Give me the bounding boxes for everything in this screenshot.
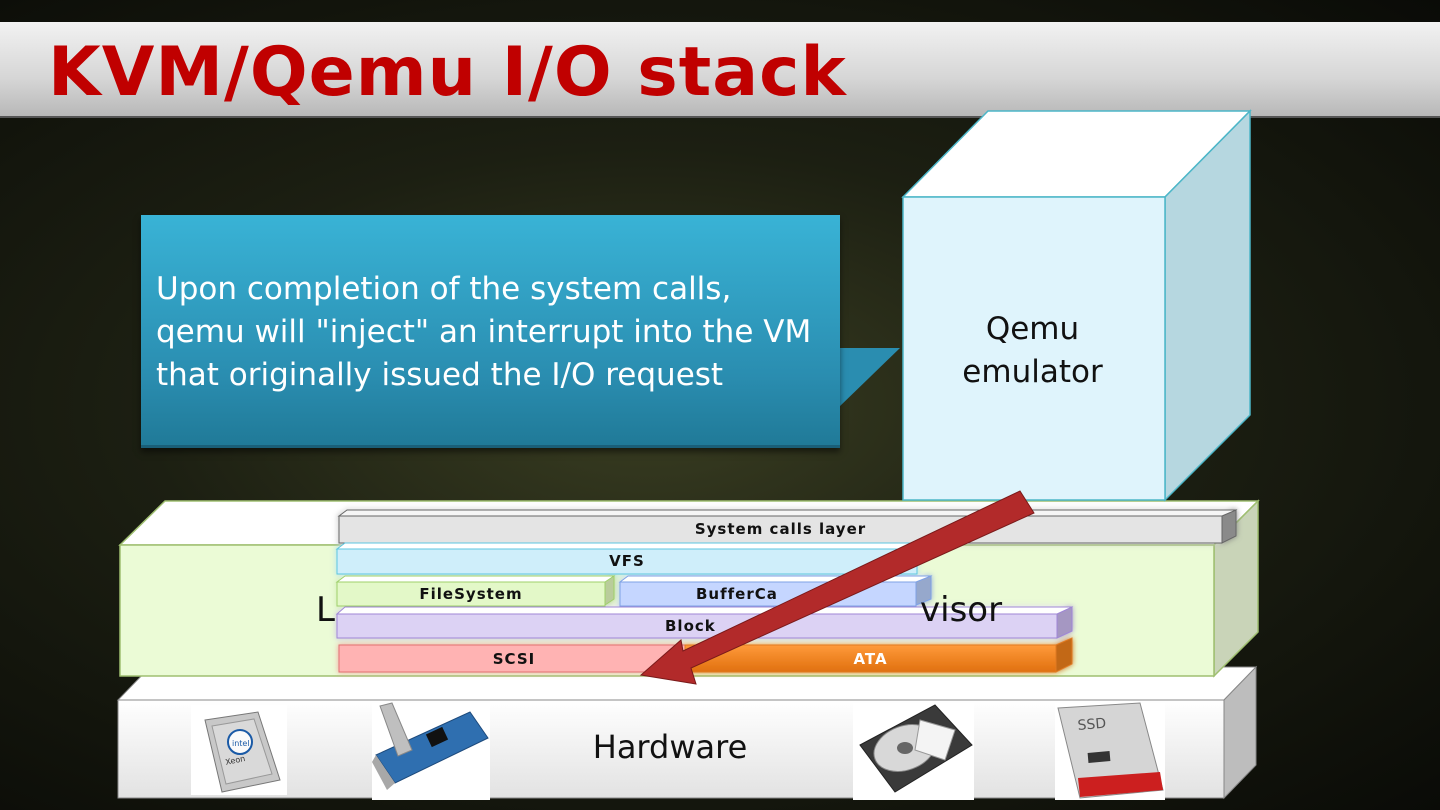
- hard-disk-icon: [853, 703, 974, 800]
- ssd-icon: SSD: [1055, 703, 1165, 800]
- network-card-icon: [372, 703, 490, 800]
- vfs-layer-label: VFS: [337, 552, 917, 570]
- qemu-label-line-2: emulator: [930, 351, 1135, 394]
- svg-text:SSD: SSD: [1077, 716, 1107, 734]
- qemu-box: [903, 111, 1250, 500]
- callout-line-3: that originally issued the I/O request: [156, 354, 846, 397]
- callout-line-2: qemu will "inject" an interrupt into the…: [156, 311, 846, 354]
- qemu-label-line-1: Qemu: [930, 308, 1135, 351]
- cpu-icon: intel Xeon: [191, 705, 287, 795]
- callout-line-1: Upon completion of the system calls,: [156, 268, 846, 311]
- linux-label: L: [316, 590, 335, 630]
- hypervisor-label: visor: [920, 590, 1002, 630]
- filesystem-layer-label: FileSystem: [337, 585, 605, 603]
- hardware-label: Hardware: [540, 728, 800, 766]
- svg-text:intel: intel: [232, 739, 250, 748]
- qemu-emulator-label: Qemu emulator: [930, 308, 1135, 394]
- ata-layer-label: ATA: [685, 650, 1056, 668]
- block-layer-label: Block: [665, 617, 745, 635]
- scsi-layer-label: SCSI: [339, 650, 689, 668]
- callout-text: Upon completion of the system calls, qem…: [156, 268, 846, 397]
- syscalls-layer-label: System calls layer: [339, 520, 1222, 538]
- buffercache-layer-label: BufferCa: [680, 585, 846, 603]
- callout-pointer: [838, 348, 900, 408]
